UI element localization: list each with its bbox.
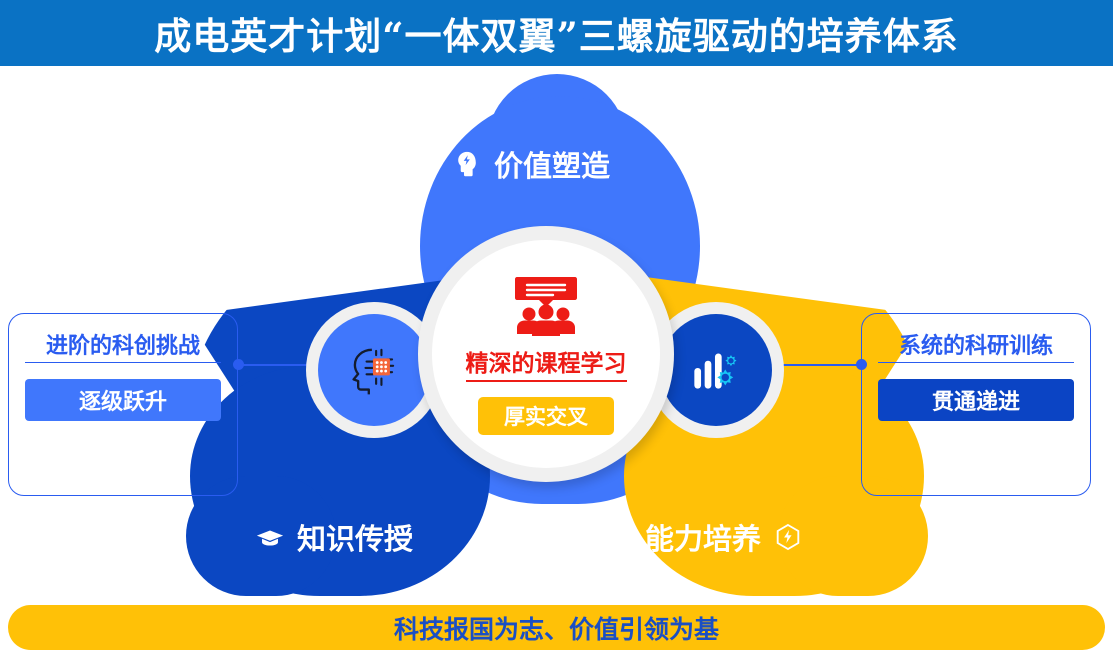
panel-title: 进阶的科创挑战 xyxy=(25,328,221,363)
graduation-cap-icon xyxy=(256,530,284,546)
panel-badge: 贯通递进 xyxy=(878,379,1074,421)
footer-banner: 科技报国为志、价值引领为基 xyxy=(8,605,1105,650)
petal-right-corner xyxy=(778,476,928,596)
panel-badge: 逐级跃升 xyxy=(25,379,221,421)
panel-innovation-challenge[interactable]: 进阶的科创挑战 逐级跃升 xyxy=(8,313,238,496)
connector-line-left xyxy=(243,364,339,366)
presentation-audience-icon xyxy=(515,276,577,336)
petal-label-knowledge-transfer: 知识传授 xyxy=(255,516,413,558)
petal-label-value-shaping: 价值塑造 xyxy=(452,143,610,185)
connector-dot-right xyxy=(856,359,867,370)
panel-research-training[interactable]: 系统的科研训练 贯通递进 xyxy=(861,313,1091,496)
petal-label-ability-cultivation: 能力培养 xyxy=(645,516,803,558)
center-title: 精深的课程学习 xyxy=(465,344,627,382)
side-circle-ai-brain xyxy=(318,314,430,426)
diagram-stage: 价值塑造 知识传授 能力培养 xyxy=(0,66,1113,597)
connector-dot-left xyxy=(233,359,244,370)
center-badge: 厚实交叉 xyxy=(478,396,614,435)
center-course-learning: 精深的课程学习 厚实交叉 xyxy=(432,240,660,468)
header-bar: 成电英才计划“一体双翼”三螺旋驱动的培养体系 xyxy=(0,0,1113,66)
petal-label-text: 知识传授 xyxy=(297,522,414,556)
hexagon-bolt-icon xyxy=(776,523,800,551)
ai-head-chip-icon xyxy=(352,348,395,395)
connector-line-right xyxy=(760,364,858,366)
bar-chart-gears-icon xyxy=(694,353,737,389)
side-circle-research-analytics xyxy=(660,314,772,426)
panel-title: 系统的科研训练 xyxy=(878,328,1074,363)
footer-banner-text: 科技报国为志、价值引领为基 xyxy=(393,614,719,644)
page-title: 成电英才计划“一体双翼”三螺旋驱动的培养体系 xyxy=(154,14,959,58)
petal-label-text: 价值塑造 xyxy=(494,149,611,183)
head-lightning-icon xyxy=(458,151,476,177)
petal-label-text: 能力培养 xyxy=(645,522,762,556)
